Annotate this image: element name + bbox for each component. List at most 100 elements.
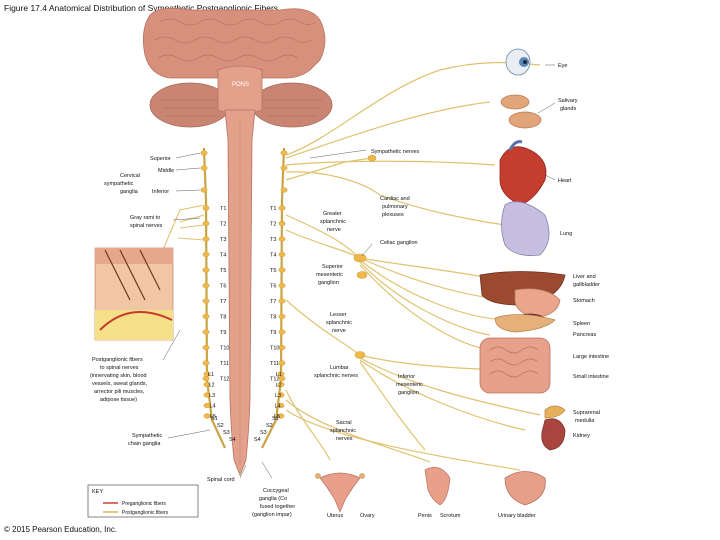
lumbar-label-right: L4 — [275, 404, 281, 410]
thoracic-ganglion-left — [202, 251, 210, 258]
sympathetic-chains — [200, 147, 288, 449]
spleen-label: Spleen — [573, 321, 590, 327]
lumbar-splanchnic-label-2: splanchnic nerves — [314, 373, 358, 379]
thoracic-ganglion-right — [278, 313, 286, 320]
thoracic-ganglion-left — [202, 267, 210, 273]
coccygeal-label-3: fused together — [260, 504, 295, 510]
suprarenal-label-1: Suprarenal — [573, 410, 600, 416]
thoracic-label-right: T8 — [270, 315, 276, 321]
sacral-label-left: S2 — [217, 423, 224, 429]
nerve-fibers — [285, 61, 541, 471]
cervical-label-3: ganglia — [120, 189, 139, 195]
chain-label-1: Sympathetic — [132, 433, 163, 439]
lumbar-label-left: L2 — [209, 383, 215, 389]
thoracic-label-left: T12 — [220, 377, 229, 383]
penis-organ — [424, 467, 451, 506]
thoracic-label-right: T11 — [270, 361, 279, 367]
lesser-splanchnic-label-2: splanchnic — [326, 320, 352, 326]
lumbar-label-right: L1 — [276, 372, 282, 378]
lumbar-label-left: L3 — [209, 393, 215, 399]
postgang-label-4: vessels, sweat glands, — [92, 381, 147, 387]
thoracic-label-right: T6 — [270, 284, 276, 290]
cervical-ganglion-left — [200, 187, 208, 193]
stomach-label: Stomach — [573, 298, 595, 304]
thoracic-ganglion-left — [202, 344, 210, 351]
penis-label: Penis — [418, 513, 432, 519]
cervical-ganglion-left — [200, 150, 208, 156]
lumbar-ganglion-left — [203, 392, 211, 398]
thoracic-ganglion-right — [278, 298, 286, 304]
cervical-ganglion-right — [280, 187, 288, 193]
heart-label: Heart — [558, 178, 572, 184]
thoracic-label-left: T10 — [220, 346, 229, 352]
sup-mesenteric-label-2: mesenteric — [316, 272, 343, 278]
thoracic-ganglion-right — [278, 360, 286, 366]
kidney-organ — [541, 418, 566, 451]
thoracic-ganglion-left — [202, 313, 210, 320]
thoracic-label-left: T5 — [220, 268, 226, 274]
inf-mesenteric-label-1: Inferior — [398, 374, 415, 380]
postgang-label-3: (innervating skin, blood — [90, 373, 147, 379]
thoracic-label-left: T7 — [220, 299, 226, 305]
bladder-label: Urinary bladder — [498, 513, 536, 519]
sacral-label-right: S4 — [254, 437, 261, 443]
bladder-organ — [504, 471, 546, 506]
postgang-label-5: arrector pili muscles, — [94, 389, 145, 395]
liver-label-2: gallbladder — [573, 282, 600, 288]
lesser-splanchnic-label-3: nerve — [332, 328, 346, 334]
thoracic-label-left: T8 — [220, 315, 226, 321]
thoracic-ganglion-right — [278, 205, 286, 211]
sacral-label-left: S1 — [211, 416, 218, 422]
thoracic-label-left: T4 — [220, 253, 226, 259]
thoracic-label-right: T5 — [270, 268, 276, 274]
postgang-label-2: to spinal nerves — [100, 365, 139, 371]
stomach-organ — [514, 288, 561, 319]
key-pre-label: Preganglionic fibers — [122, 501, 166, 507]
lumbar-ganglion-right — [277, 392, 285, 398]
eye-label: Eye — [558, 63, 567, 69]
thoracic-label-right: T2 — [270, 222, 276, 228]
thoracic-label-left: T6 — [220, 284, 226, 290]
sup-mesenteric-label-3: ganglion — [318, 280, 339, 286]
lumbar-label-left: L4 — [210, 404, 216, 410]
postgang-label-1: Postganglionic fibers — [92, 357, 143, 363]
middle-label: Middle — [158, 168, 174, 174]
thoracic-ganglion-left — [202, 282, 210, 289]
lumbar-ganglion-right — [277, 371, 285, 377]
prevertebral-ganglia — [353, 154, 377, 359]
lumbar-splanchnic-label-1: Lumbar — [330, 365, 349, 371]
spinal-cord — [224, 109, 256, 477]
sacral-splanchnic-label-3: nerves — [336, 436, 353, 442]
thoracic-label-left: T1 — [220, 206, 226, 212]
thoracic-label-right: T4 — [270, 253, 276, 259]
lumbar-label-right: L3 — [275, 393, 281, 399]
thoracic-ganglion-left — [202, 205, 210, 211]
thoracic-ganglion-right — [278, 267, 286, 273]
salivary-label-1: Salivary — [558, 98, 578, 104]
key-box — [87, 484, 199, 518]
cervical-ganglion-left — [200, 165, 208, 171]
thoracic-label-left: T2 — [220, 222, 226, 228]
cervical-ganglion-right — [280, 165, 288, 171]
leader-lines — [162, 64, 556, 479]
lesser-splanchnic-label-1: Lesser — [330, 312, 347, 318]
organs — [315, 48, 566, 513]
thoracic-label-right: T7 — [270, 299, 276, 305]
figure-title: Figure 17.4 Anatomical Distribution of S… — [4, 3, 279, 13]
thoracic-ganglion-right — [278, 329, 286, 335]
uterus-label: Uterus — [327, 513, 343, 519]
copyright-text: © 2015 Pearson Education, Inc. — [4, 525, 118, 534]
thoracic-label-right: T1 — [270, 206, 276, 212]
sup-mesenteric-label-1: Superior — [322, 264, 343, 270]
cardiac-label-3: plexuses — [382, 212, 404, 218]
sacral-label-right: S3 — [260, 430, 267, 436]
scrotum-label: Scrotum — [440, 513, 461, 519]
thoracic-ganglion-right — [278, 251, 286, 258]
cervical-ganglion-right — [280, 150, 288, 156]
kidney-label: Kidney — [573, 433, 590, 439]
sacral-label-right: S2 — [266, 423, 273, 429]
suprarenal-label-2: medulla — [575, 418, 595, 424]
liver-label-1: Liver and — [573, 274, 596, 280]
